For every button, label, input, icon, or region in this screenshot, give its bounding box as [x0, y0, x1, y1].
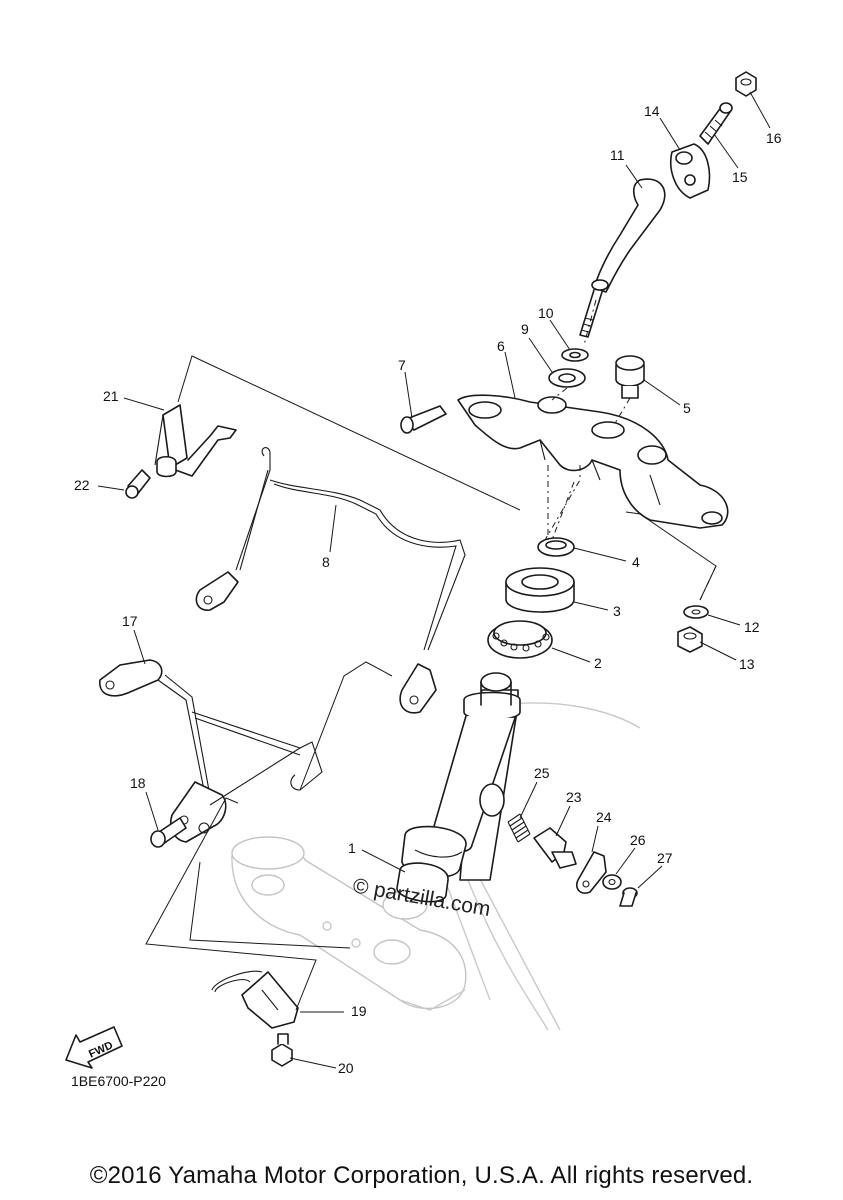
plate-24	[575, 851, 607, 894]
bolt-18	[150, 817, 187, 848]
callout-6: 6	[497, 338, 505, 354]
callout-5: 5	[683, 400, 691, 416]
group-lines	[145, 299, 717, 1011]
callout-7: 7	[398, 357, 406, 373]
steering-stem	[396, 672, 521, 903]
callout-9: 9	[521, 321, 529, 337]
washer-10	[561, 348, 589, 362]
fwd-arrow-icon: FWD	[65, 1026, 123, 1069]
callout-10: 10	[538, 305, 554, 321]
copyright-notice: ©2016 Yamaha Motor Corporation, U.S.A. A…	[89, 1162, 754, 1189]
callout-19: 19	[351, 1003, 367, 1019]
callout-21: 21	[103, 388, 119, 404]
callout-11: 11	[610, 147, 625, 163]
callout-15: 15	[732, 169, 748, 185]
wire-rod-8	[195, 447, 466, 714]
spring-25	[507, 813, 531, 843]
callout-2: 2	[594, 655, 602, 671]
bearing-race	[505, 567, 575, 613]
callout-8: 8	[322, 554, 330, 570]
ring-nut	[537, 537, 575, 557]
lower-bearing	[487, 620, 553, 659]
washer-26	[602, 874, 622, 890]
nut-13	[677, 626, 703, 653]
handlebar-holder	[670, 143, 711, 199]
washer-12	[683, 605, 709, 619]
nut-16	[735, 71, 757, 97]
diagram-code: 1BE6700-P220	[71, 1073, 166, 1089]
washer-9	[548, 368, 586, 388]
callout-numbers: 1 2 3 4 5 6 7 8 9 10 11 12 13 14 15 16 1…	[74, 103, 782, 1076]
callout-20: 20	[338, 1060, 354, 1076]
upper-bracket	[457, 394, 729, 529]
bolt-15	[699, 102, 733, 145]
callout-22: 22	[74, 477, 90, 493]
frame-ghost-outline	[231, 702, 641, 1031]
handlebar	[579, 178, 666, 338]
callout-26: 26	[630, 832, 646, 848]
bolt-22	[125, 469, 151, 499]
clamp-19	[211, 970, 299, 1029]
callout-24: 24	[596, 809, 612, 825]
bolt-20	[271, 1033, 293, 1067]
callout-1: 1	[348, 840, 356, 856]
callout-16: 16	[766, 130, 782, 146]
callout-4: 4	[632, 554, 640, 570]
callout-14: 14	[644, 103, 660, 119]
callout-leaders	[97, 91, 771, 1069]
bracket-21	[154, 404, 237, 478]
bolt-7	[400, 405, 447, 434]
bolt-5	[615, 355, 645, 399]
callout-18: 18	[130, 775, 146, 791]
callout-3: 3	[613, 603, 621, 619]
callout-27: 27	[657, 850, 673, 866]
screw-27	[619, 887, 638, 907]
callout-12: 12	[744, 619, 760, 635]
callout-13: 13	[739, 656, 755, 672]
stay-17	[99, 659, 323, 843]
callout-17: 17	[122, 613, 138, 629]
callout-23: 23	[566, 789, 582, 805]
plunger-23	[533, 827, 577, 869]
callout-25: 25	[534, 765, 550, 781]
